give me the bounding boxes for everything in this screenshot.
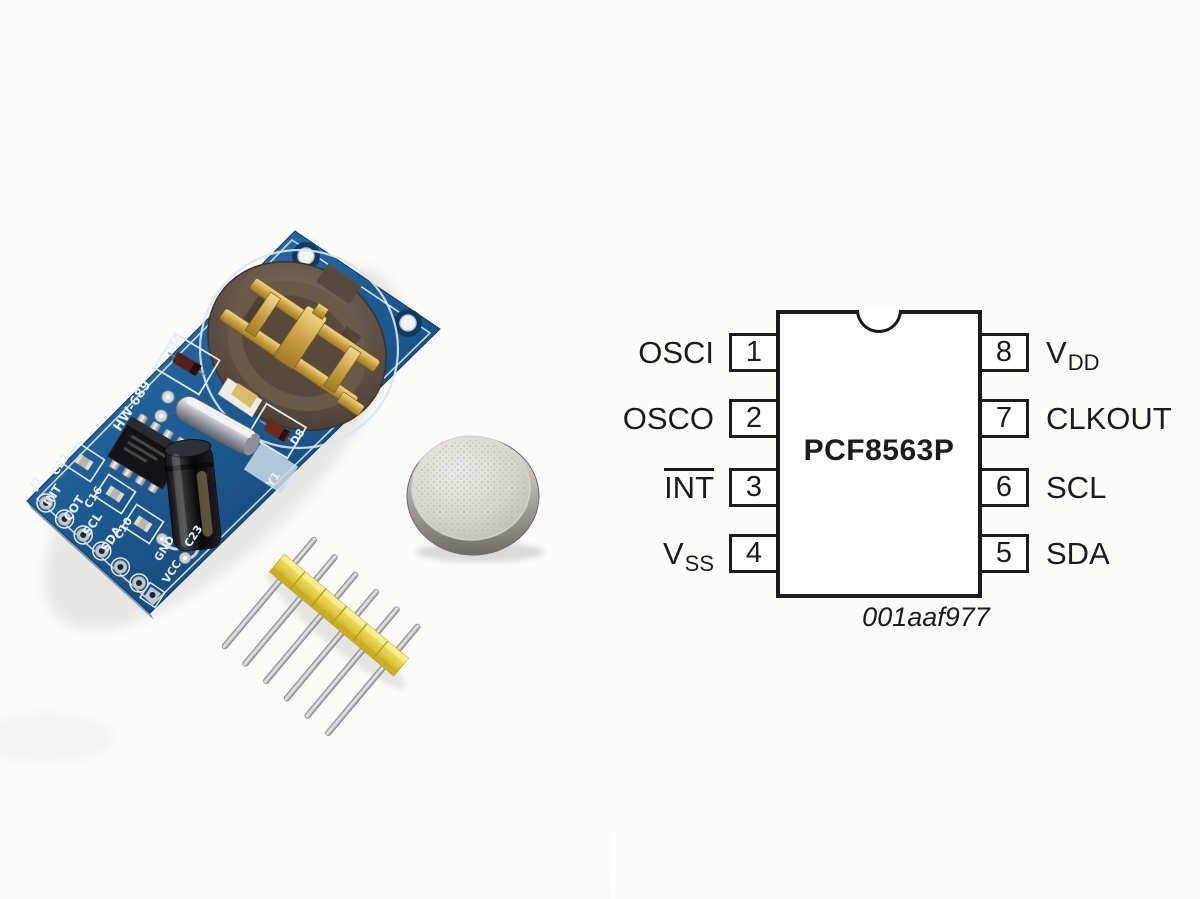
int-overline: INT	[664, 468, 714, 505]
vdd-subscript: DD	[1067, 350, 1100, 375]
pin-label-vdd: VDD	[1046, 335, 1100, 375]
pin-label-osci: OSCI	[638, 335, 714, 370]
pin-label-osco: OSCO	[622, 401, 714, 436]
photo-vignette	[0, 0, 610, 899]
pin-label-clkout: CLKOUT	[1046, 401, 1172, 436]
ic-package-outline: PCF8563P	[776, 310, 982, 598]
pin-label-int: INT	[540, 468, 714, 508]
pin-3-box: 3	[729, 468, 779, 507]
pin-8-box: 8	[979, 333, 1029, 372]
pin-7-box: 7	[979, 399, 1029, 438]
module-photo-svg: J1 INT COT SCL SDA GND VCC C23 C22 C16 C…	[0, 0, 610, 899]
pin-2-box: 2	[729, 399, 779, 438]
pin-1-box: 1	[729, 333, 779, 372]
module-photo: J1 INT COT SCL SDA GND VCC C23 C22 C16 C…	[0, 0, 610, 899]
pin1-notch	[856, 310, 902, 333]
pin-5-box: 5	[979, 534, 1029, 573]
pin-4-box: 4	[729, 534, 779, 573]
chip-name: PCF8563P	[803, 434, 955, 467]
vss-subscript: SS	[684, 551, 714, 576]
pin-label-scl: SCL	[1046, 470, 1107, 505]
figure-id: 001aaf977	[862, 602, 990, 632]
pin-6-box: 6	[979, 468, 1029, 507]
pin-label-sda: SDA	[1046, 536, 1110, 571]
pin-label-vss: VSS	[662, 536, 714, 576]
